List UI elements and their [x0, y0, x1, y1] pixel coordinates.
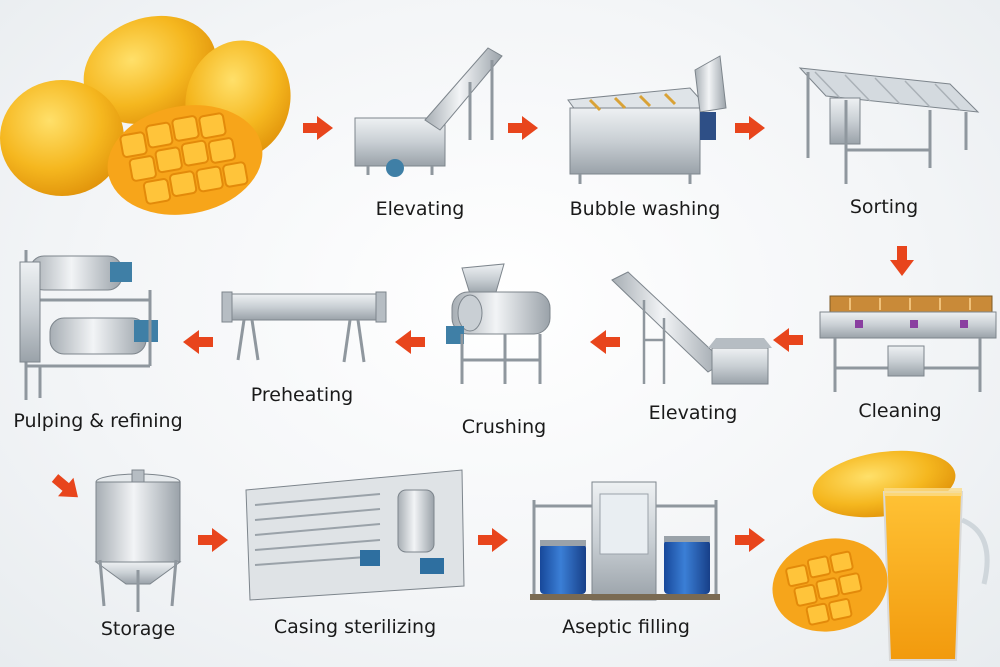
step-label-bubble-washing: Bubble washing [569, 198, 721, 220]
step-label-cleaning: Cleaning [858, 400, 942, 422]
step-label-elevating: Elevating [375, 198, 465, 220]
arrow-icon [735, 528, 765, 552]
arrow-icon [47, 468, 86, 507]
crusher-machine-image [446, 263, 551, 384]
cleaning-machine-image [819, 295, 997, 392]
arrow-icon [303, 116, 333, 140]
sterilizer-system-image [245, 469, 465, 601]
bubble-washer-image [567, 55, 727, 184]
arrow-icon [773, 328, 803, 352]
arrow-icon [508, 116, 538, 140]
arrow-icon [198, 528, 228, 552]
elevator-machine-image [354, 47, 503, 177]
mango-juice-image [772, 450, 990, 661]
step-label-aseptic-filling: Aseptic filling [562, 616, 690, 638]
aseptic-filler-image [530, 481, 720, 601]
elevator-machine-image [611, 271, 772, 385]
arrow-icon [735, 116, 765, 140]
step-label-elevating: Elevating [648, 402, 738, 424]
raw-mangoes-image [0, 15, 291, 215]
preheater-image [221, 291, 387, 363]
step-label-pulping-refining: Pulping & refining [13, 410, 183, 432]
arrow-icon [890, 246, 914, 276]
step-label-casing-sterilizing: Casing sterilizing [273, 616, 437, 638]
arrow-icon [395, 330, 425, 354]
pulping-refining-machine-image [19, 250, 158, 400]
arrow-icon [183, 330, 213, 354]
step-label-preheating: Preheating [250, 384, 354, 406]
step-label-sorting: Sorting [849, 196, 919, 218]
step-label-crushing: Crushing [461, 416, 547, 438]
arrow-icon [590, 330, 620, 354]
sorting-conveyor-image [798, 67, 980, 184]
arrow-icon [478, 528, 508, 552]
storage-tank-image [94, 469, 182, 612]
step-label-storage: Storage [100, 618, 176, 640]
